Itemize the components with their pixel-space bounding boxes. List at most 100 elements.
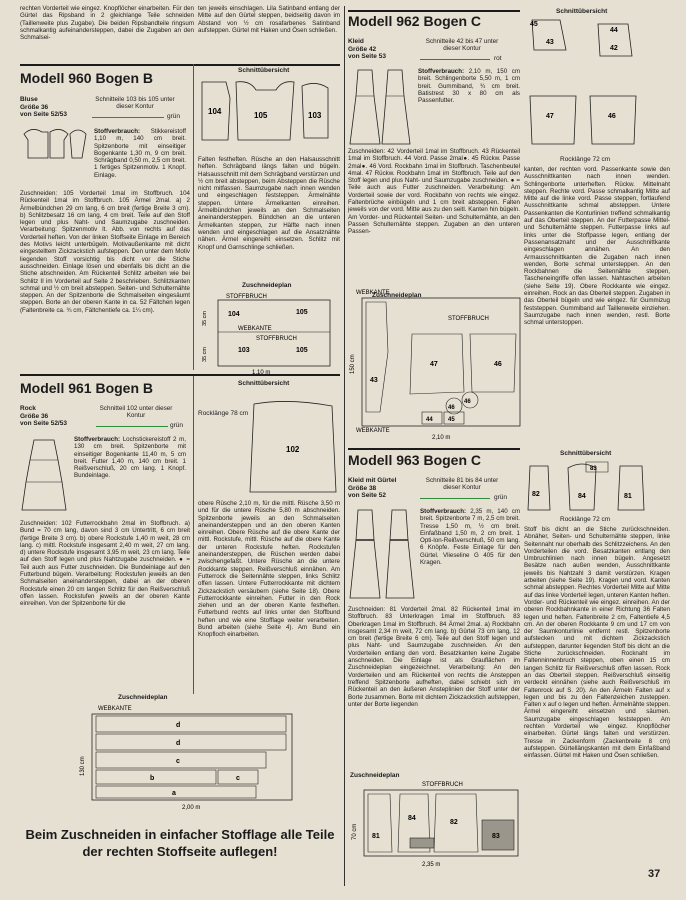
svg-text:35 cm: 35 cm (202, 347, 208, 362)
green-contour-line (420, 498, 490, 499)
schnitt-963-heading: Schnittübersicht (560, 450, 612, 457)
model-963-length: Rocklänge 72 cm (560, 516, 611, 523)
skirt-sketch (21, 439, 67, 511)
model-963-fabric-text: 2,35 m, 140 cm breit. Spitzenborte 7 m, … (420, 508, 520, 567)
divider-963 (348, 448, 520, 450)
model-961-fabric-text: Lochstickereistoff 2 m, 130 cm breit. Sp… (74, 436, 186, 480)
svg-text:46: 46 (608, 113, 616, 120)
svg-text:43: 43 (546, 39, 554, 46)
model-962-body: Zuschneiden: 42 Vorderteil 1mal im Stoff… (348, 148, 520, 236)
svg-text:WEBKANTE: WEBKANTE (356, 428, 390, 434)
svg-text:1,10 m: 1,10 m (252, 370, 270, 376)
dress-sketch-962 (349, 69, 411, 145)
top-mid-text: ten jeweils einschlagen. Lila Satinband … (198, 5, 340, 34)
model-961-fabric: Stoffverbrauch: Lochstickereistoff 2 m, … (74, 436, 186, 518)
model-963-body: Zuschneiden: 81 Vorderteil 2mal. 82 Rück… (348, 606, 520, 708)
svg-text:2,35 m: 2,35 m (422, 862, 440, 868)
svg-text:c: c (176, 758, 180, 765)
divider-960 (20, 64, 340, 66)
svg-text:105: 105 (296, 347, 308, 354)
model-961-contour: grün (170, 422, 184, 429)
schnitt-960-heading: Schnittübersicht (238, 67, 290, 74)
model-962-fabric-text: 2,10 m, 150 cm breit. Schlingenborte 5,5… (418, 68, 520, 105)
model-960-title: Modell 960 Bogen B (20, 70, 154, 86)
svg-text:2,00 m: 2,00 m (182, 805, 200, 811)
model-963-contour: grün (494, 494, 508, 501)
svg-text:45: 45 (448, 417, 455, 423)
fabric-label-961: Stoffverbrauch: (74, 436, 121, 443)
svg-text:47: 47 (546, 113, 554, 120)
model-962-title: Modell 962 Bogen C (348, 13, 482, 29)
divider-962 (348, 10, 520, 12)
model-962-length: Rocklänge 72 cm (560, 156, 611, 163)
pattern-pieces-963: 82 84 83 81 (527, 461, 645, 511)
svg-text:105: 105 (296, 309, 308, 316)
top-left-text: rechten Vorderteil wie eingez. Knopflöch… (20, 5, 194, 42)
model-963-label: Kleid mit Gürtel Größe 38 von Seite 52 (348, 477, 397, 499)
divider-961 (20, 374, 340, 376)
svg-text:103: 103 (238, 347, 250, 354)
svg-text:d: d (176, 740, 180, 747)
model-962-label: Kleid Größe 42 von Seite 53 (348, 38, 386, 60)
schnitt-961-heading: Schnittübersicht (238, 380, 290, 387)
svg-text:102: 102 (286, 445, 300, 454)
model-961-label: Rock Größe 36 von Seite 52/53 (20, 405, 67, 427)
svg-text:46: 46 (448, 405, 455, 411)
cutting-plan-963: STOFFBRUCH 81 84 82 83 70 cm 2,35 m (352, 782, 519, 868)
svg-text:105: 105 (254, 111, 268, 120)
plan-962-heading: Zuschneideplan (372, 292, 422, 299)
model-961-body: Zuschneiden: 102 Futterrockbahn 2mal im … (20, 520, 190, 608)
plan-961-heading: Zuschneideplan (118, 694, 168, 701)
svg-text:81: 81 (372, 833, 380, 840)
model-963-right-text: Stoff bis dicht an die Stiche zurückschn… (524, 526, 670, 760)
svg-text:82: 82 (532, 491, 540, 498)
svg-text:WEBKANTE: WEBKANTE (238, 326, 272, 332)
model-961-title: Modell 961 Bogen B (20, 380, 154, 396)
svg-text:a: a (172, 790, 176, 797)
svg-text:104: 104 (208, 107, 222, 116)
pattern-pieces-962: 45 43 44 42 47 46 (529, 19, 637, 145)
model-962-contour: rot (494, 55, 502, 62)
model-962-right-text: kanten, der rechten vord. Passenkante so… (524, 166, 670, 327)
model-960-contour: grün (167, 113, 181, 120)
svg-text:46: 46 (494, 361, 502, 368)
svg-text:42: 42 (610, 45, 618, 52)
model-960-fabric: Stoffverbrauch: Stikkereistoff 1,10 m, 1… (94, 128, 186, 184)
svg-text:WEBKANTE: WEBKANTE (98, 706, 132, 712)
model-961-mid-text: obere Rüsche 2,10 m, für die mittl. Rüsc… (198, 500, 340, 639)
svg-text:83: 83 (590, 466, 597, 472)
svg-text:70 cm: 70 cm (352, 824, 358, 840)
svg-text:WEBKANTE: WEBKANTE (356, 290, 390, 296)
svg-text:82: 82 (450, 819, 458, 826)
model-963-title: Modell 963 Bogen C (348, 452, 482, 468)
blouse-sketch (23, 129, 87, 159)
svg-text:STOFFBRUCH: STOFFBRUCH (226, 294, 267, 300)
green-contour-line (96, 426, 168, 427)
model-962-fabric: Stoffverbrauch: 2,10 m, 150 cm breit. Sc… (418, 68, 520, 144)
model-960-sheet: Schnitteile 103 bis 105 unter dieser Kon… (95, 96, 175, 111)
col-divider (193, 64, 194, 370)
fabric-label-963: Stoffverbrauch: (420, 508, 467, 515)
svg-text:130 cm: 130 cm (80, 756, 86, 776)
svg-text:c: c (236, 775, 240, 782)
plan-963-heading: Zuschneideplan (350, 772, 400, 779)
svg-text:STOFFBRUCH: STOFFBRUCH (256, 336, 297, 342)
model-960-body: Zuschneiden: 105 Vorderteil 1mal im Stof… (20, 190, 190, 314)
svg-text:104: 104 (228, 311, 240, 318)
svg-text:2,10 m: 2,10 m (432, 435, 450, 441)
fabric-label-960: Stoffverbrauch: (94, 128, 141, 135)
svg-text:STOFFBRUCH: STOFFBRUCH (422, 782, 463, 788)
svg-text:b: b (150, 775, 154, 782)
page-number: 37 (648, 868, 661, 880)
cutting-plan-961: WEBKANTE d d c b c a 130 cm 2,00 m (80, 706, 293, 811)
svg-text:45: 45 (530, 21, 538, 28)
svg-text:44: 44 (426, 417, 433, 423)
model-961-sheet: Schnitteil 102 unter dieser Kontur (99, 405, 173, 420)
model-963-fabric: Stoffverbrauch: 2,35 m, 140 cm breit. Sp… (420, 508, 520, 604)
plan-960-heading: Zuschneideplan (242, 282, 292, 289)
page-center-divider (344, 6, 345, 886)
cutting-notice-banner: Beim Zuschneiden in einfacher Stofflage … (25, 827, 335, 859)
svg-text:44: 44 (610, 27, 618, 34)
svg-text:84: 84 (408, 815, 416, 822)
